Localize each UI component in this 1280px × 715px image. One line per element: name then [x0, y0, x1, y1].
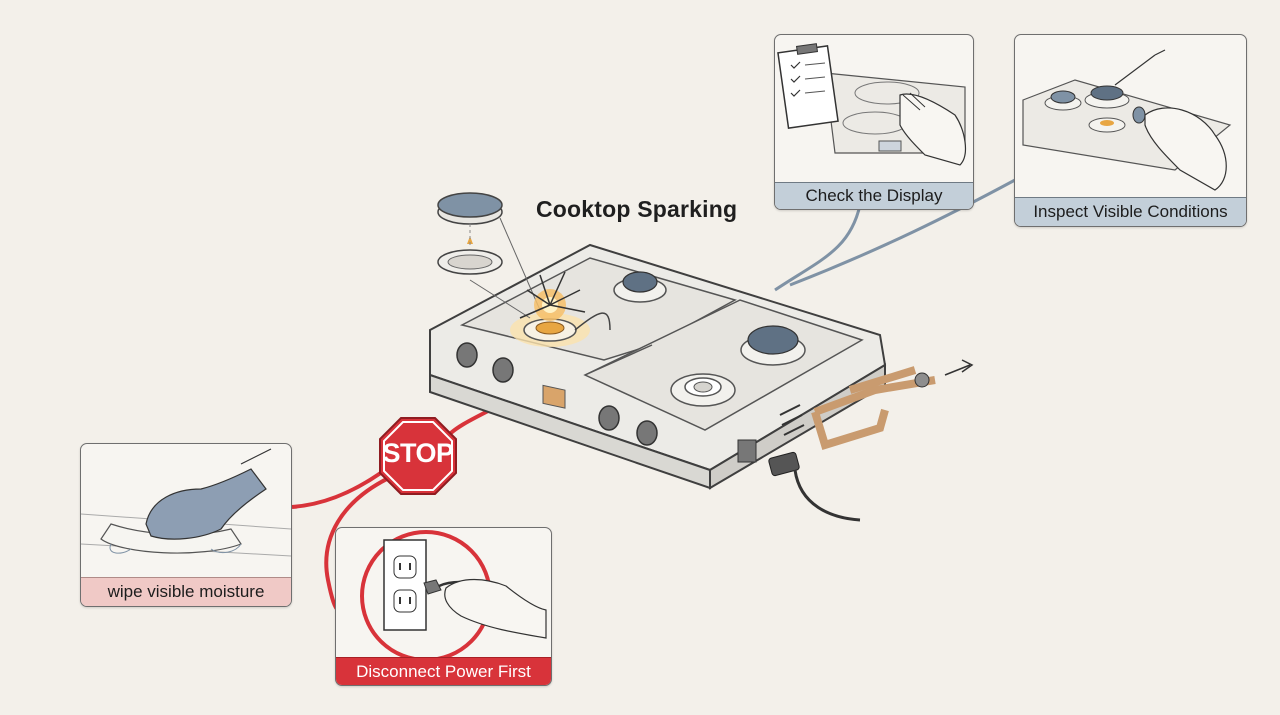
power-cord-icon: [737, 439, 861, 522]
panel-inspect-conditions: Inspect Visible Conditions: [1014, 34, 1247, 227]
clipboard-icon: [777, 43, 839, 129]
caption-check-display: Check the Display: [775, 182, 973, 209]
spark-icon: [519, 271, 586, 321]
disconnect-power-art: [360, 530, 547, 658]
check-display-art: [777, 43, 967, 166]
caption-inspect-conditions: Inspect Visible Conditions: [1015, 197, 1246, 226]
diagram-title: Cooktop Sparking: [536, 196, 738, 222]
caption-wipe-moisture: wipe visible moisture: [81, 577, 291, 606]
stop-sign-icon: [379, 417, 457, 495]
wipe-moisture-art: [81, 448, 291, 557]
hand-icon: [444, 578, 547, 639]
stop-sign-label: STOP: [382, 438, 454, 468]
inspect-conditions-art: [1022, 49, 1232, 191]
cooktop: [429, 243, 887, 490]
burner-cap-icon: [437, 192, 541, 319]
connector-wipe: [291, 468, 387, 509]
outlet-icon: [383, 539, 427, 631]
connector-inspect-conditions: [789, 178, 1016, 287]
caption-disconnect-power: Disconnect Power First: [336, 657, 551, 685]
panel-wipe-moisture: wipe visible moisture: [80, 443, 292, 607]
panel-check-display: Check the Display: [774, 34, 974, 210]
hand-icon: [899, 92, 967, 166]
hand-icon: [1144, 107, 1227, 191]
glove-icon: [145, 448, 272, 540]
gas-pipe-icon: [811, 359, 974, 451]
connector-disconnect: [324, 473, 396, 612]
panel-disconnect-power: Disconnect Power First: [335, 527, 552, 686]
connector-check-display: [774, 204, 862, 292]
